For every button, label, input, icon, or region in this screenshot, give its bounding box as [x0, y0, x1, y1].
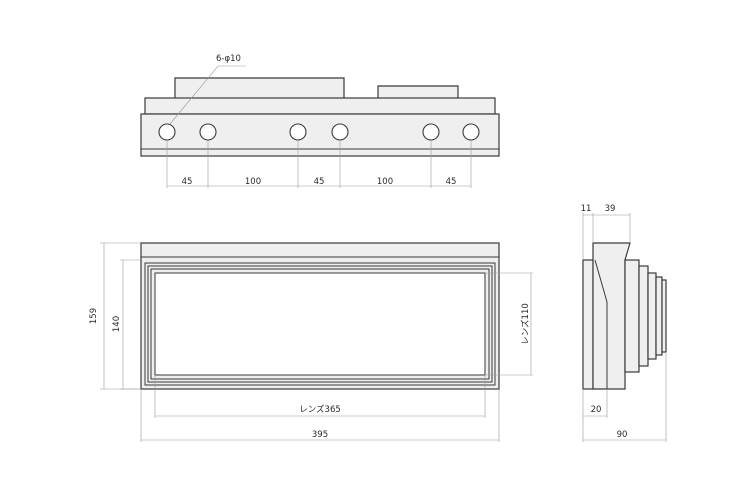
- side-bottom-left-label: 20: [591, 405, 602, 415]
- lens: [154, 272, 486, 376]
- top-view-plate: [140, 113, 500, 157]
- width-outer-label: 395: [312, 430, 328, 440]
- side-view: 11 39 20 90: [581, 204, 667, 442]
- side-top-right-label: 39: [605, 204, 616, 214]
- side-view-back-plate: [582, 259, 594, 390]
- top-view-protrusion-right: [377, 85, 459, 98]
- front-view: 159 140 レンズ110 レンズ365 395: [89, 242, 533, 442]
- lens-width-label: レンズ365: [299, 404, 341, 415]
- side-bottom-total-label: 90: [617, 430, 628, 440]
- height-outer-label: 159: [89, 308, 99, 324]
- height-inner-label: 140: [112, 316, 122, 332]
- spacing-label: 45: [446, 177, 457, 187]
- mounting-hole: [422, 123, 440, 141]
- mounting-hole: [158, 123, 176, 141]
- mounting-hole: [462, 123, 480, 141]
- top-view-protrusion-left: [174, 77, 345, 98]
- mounting-hole: [289, 123, 307, 141]
- hole-callout: 6-φ10: [216, 54, 241, 64]
- side-top-left-label: 11: [581, 204, 592, 214]
- spacing-label: 100: [245, 177, 261, 187]
- spacing-label: 45: [182, 177, 193, 187]
- spacing-label: 100: [377, 177, 393, 187]
- top-view-step: [144, 97, 496, 115]
- lens-height-label: レンズ110: [520, 303, 531, 345]
- mounting-hole: [199, 123, 217, 141]
- mounting-hole: [331, 123, 349, 141]
- spacing-label: 45: [314, 177, 325, 187]
- top-view: 6-φ10 45 100 45 100 45: [140, 54, 500, 188]
